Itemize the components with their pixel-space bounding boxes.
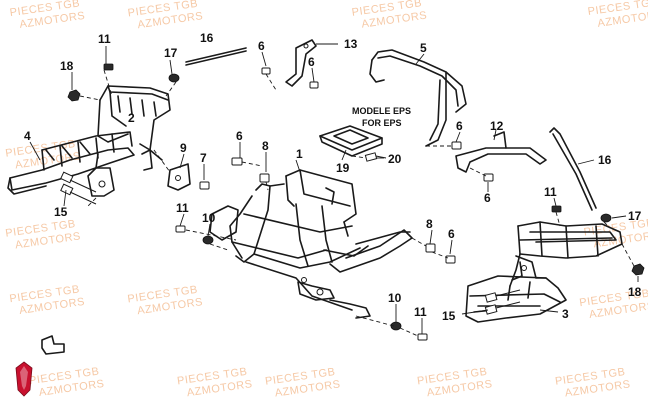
callout-11: 11 [544,185,557,199]
callout-4: 4 [24,129,31,143]
part-12-bracket [455,131,547,173]
callouts: 11 17 16 6 13 6 5 18 4 2 6 8 1 9 7 15 19… [24,31,642,323]
callout-18: 18 [60,59,74,73]
callout-18: 18 [628,285,642,299]
callout-6: 6 [456,119,463,133]
callout-8: 8 [426,217,433,231]
eps-note-line2: FOR EPS [362,118,402,128]
part-15-bolt-left [60,171,97,205]
callout-11: 11 [98,32,111,46]
eps-note-line1: MODELE EPS [352,106,411,116]
part-9-bracket [167,163,191,191]
part-4-front-rack [7,131,135,197]
callout-19: 19 [336,161,350,175]
callout-6: 6 [484,191,491,205]
part-20-bolt [364,152,387,162]
callout-15: 15 [54,205,68,219]
part-16-rod-left [185,47,247,66]
callout-9: 9 [180,141,187,155]
callout-15: 15 [442,309,456,323]
callout-6: 6 [308,55,315,69]
part-16-rod-right [549,127,597,211]
part-19-eps-plate [319,125,383,157]
hardware [67,63,645,341]
callout-8: 8 [262,139,269,153]
part-5-grab-handle [369,49,467,147]
part-15-bolt-right [484,289,521,315]
part-2-upper-frame [97,85,171,171]
arrowhead-shield-icon [15,361,33,397]
small-clip-part [41,335,65,355]
callout-7: 7 [200,151,207,165]
callout-10: 10 [202,211,216,225]
callout-6: 6 [236,129,243,143]
callout-16: 16 [598,153,612,167]
callout-10: 10 [388,291,402,305]
eps-note: MODELE EPS FOR EPS [352,106,411,128]
callout-11: 11 [414,305,427,319]
callout-13: 13 [344,37,358,51]
assembly-lines [79,69,635,337]
part-13-bracket [285,39,317,87]
part-1-main-frame [209,169,413,319]
callout-2: 2 [128,111,135,125]
callout-20: 20 [388,152,402,166]
callout-11: 11 [176,201,189,215]
callout-3: 3 [562,307,569,321]
callout-17: 17 [164,46,178,60]
callout-1: 1 [296,147,303,161]
callout-6: 6 [448,227,455,241]
callout-17: 17 [628,209,642,223]
callout-12: 12 [490,119,504,133]
leader-lines [29,43,639,334]
callout-5: 5 [420,41,427,55]
callout-16: 16 [200,31,214,45]
callout-6: 6 [258,39,265,53]
